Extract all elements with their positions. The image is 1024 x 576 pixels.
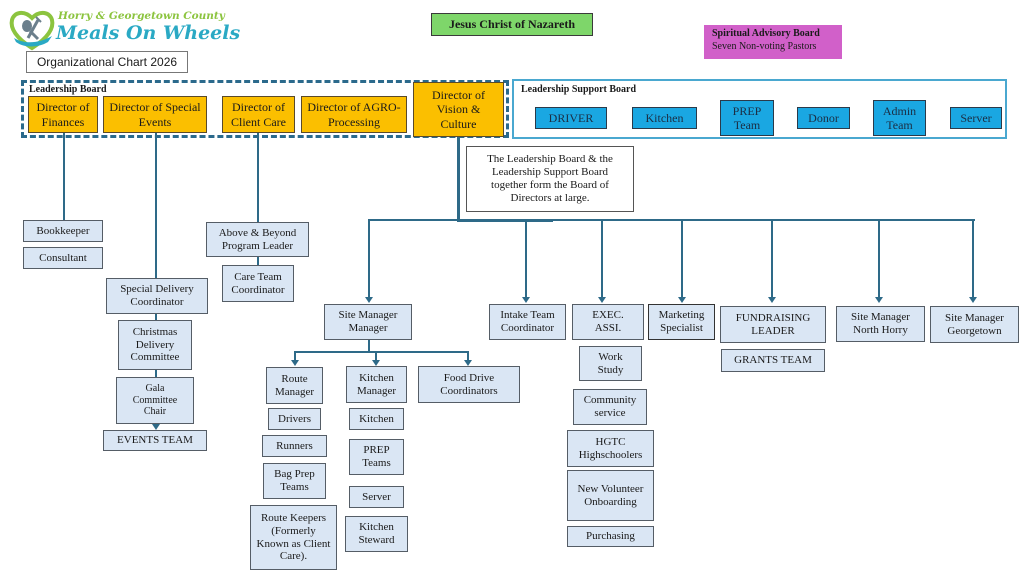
advisory-title: Spiritual Advisory Board <box>712 28 820 39</box>
role-prep-teams: PREP Teams <box>349 439 404 475</box>
logo-title: Meals On Wheels <box>56 22 241 44</box>
role-kitchen-steward: Kitchen Steward <box>345 516 408 552</box>
connector <box>155 369 157 377</box>
role-christmas-delivery-committee: Christmas Delivery Committee <box>118 320 192 370</box>
arrow <box>372 360 380 366</box>
role-above-beyond-program-leader: Above & Beyond Program Leader <box>206 222 309 257</box>
connector <box>467 351 469 361</box>
role-bookkeeper: Bookkeeper <box>23 220 103 242</box>
connector <box>155 133 157 278</box>
chart-title: Organizational Chart 2026 <box>26 51 188 73</box>
support-admin-team: Admin Team <box>873 100 926 136</box>
connector <box>771 219 773 299</box>
role-community-service: Community service <box>573 389 647 425</box>
role-site-manager-georgetown: Site Manager Georgetown <box>930 306 1019 343</box>
director-vision-culture: Director of Vision & Culture <box>413 82 504 137</box>
role-events-team: EVENTS TEAM <box>103 430 207 451</box>
role-route-manager: Route Manager <box>266 367 323 404</box>
role-intake-team-coordinator: Intake Team Coordinator <box>489 304 566 340</box>
connector <box>457 219 553 222</box>
connector <box>257 133 259 222</box>
support-driver: DRIVER <box>535 107 607 129</box>
leadership-board-container <box>21 80 509 138</box>
role-new-volunteer-onboarding: New Volunteer Onboarding <box>567 470 654 521</box>
connector <box>294 351 469 353</box>
role-runners: Runners <box>262 435 327 457</box>
role-hgtc-highschoolers: HGTC Highschoolers <box>567 430 654 467</box>
role-consultant: Consultant <box>23 247 103 269</box>
arrow <box>768 297 776 303</box>
connector <box>457 137 460 222</box>
role-fundraising-leader: FUNDRAISING LEADER <box>720 306 826 343</box>
role-grants-team: GRANTS TEAM <box>721 349 825 372</box>
arrow <box>464 360 472 366</box>
connector <box>63 133 65 220</box>
connector <box>368 219 975 221</box>
advisory-subtitle: Seven Non-voting Pastors <box>712 40 817 52</box>
connector <box>972 219 974 299</box>
arrow <box>291 360 299 366</box>
role-drivers: Drivers <box>268 408 321 430</box>
role-gala-committee-chair: Gala Committee Chair <box>116 377 194 424</box>
support-prep-team: PREP Team <box>720 100 774 136</box>
connector <box>368 340 370 352</box>
arrow <box>152 424 160 430</box>
role-work-study: Work Study <box>579 346 642 381</box>
connector <box>155 313 157 320</box>
spiritual-advisory-board: Spiritual Advisory Board Seven Non-votin… <box>704 25 842 59</box>
support-donor: Donor <box>797 107 850 129</box>
connector <box>368 219 370 299</box>
role-route-keepers: Route Keepers (Formerly Known as Client … <box>250 505 337 570</box>
role-food-drive-coordinators: Food Drive Coordinators <box>418 366 520 403</box>
role-marketing-specialist: Marketing Specialist <box>648 304 715 340</box>
director-finances: Director of Finances <box>28 96 98 133</box>
arrow <box>678 297 686 303</box>
arrow <box>969 297 977 303</box>
leadership-support-board-container <box>512 79 1007 139</box>
role-exec-assi: EXEC. ASSI. <box>572 304 644 340</box>
connector <box>257 257 259 265</box>
logo: Horry & Georgetown County Meals On Wheel… <box>6 6 240 51</box>
role-kitchen: Kitchen <box>349 408 404 430</box>
role-bag-prep-teams: Bag Prep Teams <box>263 463 326 499</box>
role-kitchen-manager: Kitchen Manager <box>346 366 407 403</box>
role-site-manager-north-horry: Site Manager North Horry <box>836 306 925 342</box>
head-box: Jesus Christ of Nazareth <box>431 13 593 36</box>
connector <box>294 351 296 361</box>
director-agro-processing: Director of AGRO-Processing <box>301 96 407 133</box>
role-server: Server <box>349 486 404 508</box>
connector <box>601 219 603 299</box>
connector <box>681 219 683 299</box>
arrow <box>598 297 606 303</box>
connector <box>878 219 880 299</box>
support-server: Server <box>950 107 1002 129</box>
role-purchasing: Purchasing <box>567 526 654 547</box>
director-special-events: Director of Special Events <box>103 96 207 133</box>
connector <box>375 351 377 361</box>
heart-spoon-fork-icon <box>9 11 55 51</box>
board-note: The Leadership Board & the Leadership Su… <box>466 146 634 212</box>
role-site-manager-manager: Site Manager Manager <box>324 304 412 340</box>
leadership-support-board-label: Leadership Support Board <box>521 84 637 95</box>
arrow <box>365 297 373 303</box>
support-kitchen: Kitchen <box>632 107 697 129</box>
connector <box>525 219 527 299</box>
role-care-team-coordinator: Care Team Coordinator <box>222 265 294 302</box>
leadership-board-label: Leadership Board <box>29 84 107 95</box>
role-special-delivery-coordinator: Special Delivery Coordinator <box>106 278 208 314</box>
arrow <box>875 297 883 303</box>
arrow <box>522 297 530 303</box>
logo-subtitle: Horry & Georgetown County <box>58 10 225 22</box>
director-client-care: Director of Client Care <box>222 96 295 133</box>
